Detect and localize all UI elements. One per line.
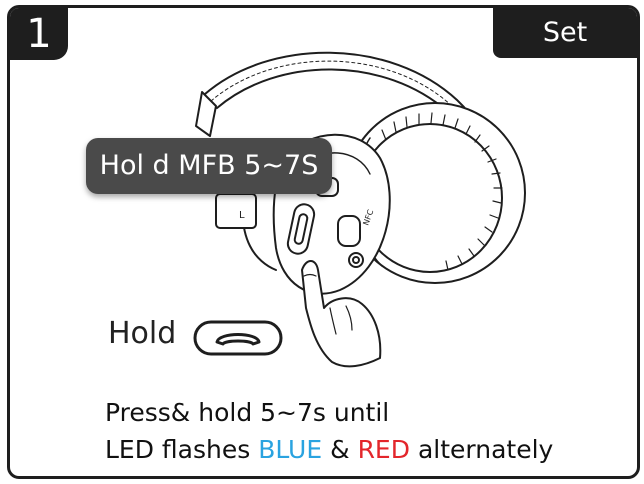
phone-handset-icon	[193, 320, 283, 356]
blue-word: BLUE	[258, 435, 323, 464]
instruction-text: Press& hold 5~7s until LED flashes BLUE …	[105, 394, 553, 468]
step-title-tab: Set	[493, 8, 637, 58]
svg-text:L: L	[239, 210, 245, 221]
step-number-badge: 1	[10, 8, 68, 60]
ampersand: &	[330, 435, 350, 464]
hold-label: Hold	[108, 316, 177, 351]
instruction-line-1: Press& hold 5~7s until	[105, 398, 390, 427]
mfb-callout: Hol d MFB 5~7S	[86, 138, 332, 194]
red-word: RED	[357, 435, 410, 464]
instruction-prefix: LED flashes	[105, 435, 251, 464]
instruction-suffix: alternately	[417, 435, 554, 464]
instruction-line-2: LED flashes BLUE & RED alternately	[105, 431, 553, 468]
instruction-card: 1 Set	[7, 5, 640, 479]
